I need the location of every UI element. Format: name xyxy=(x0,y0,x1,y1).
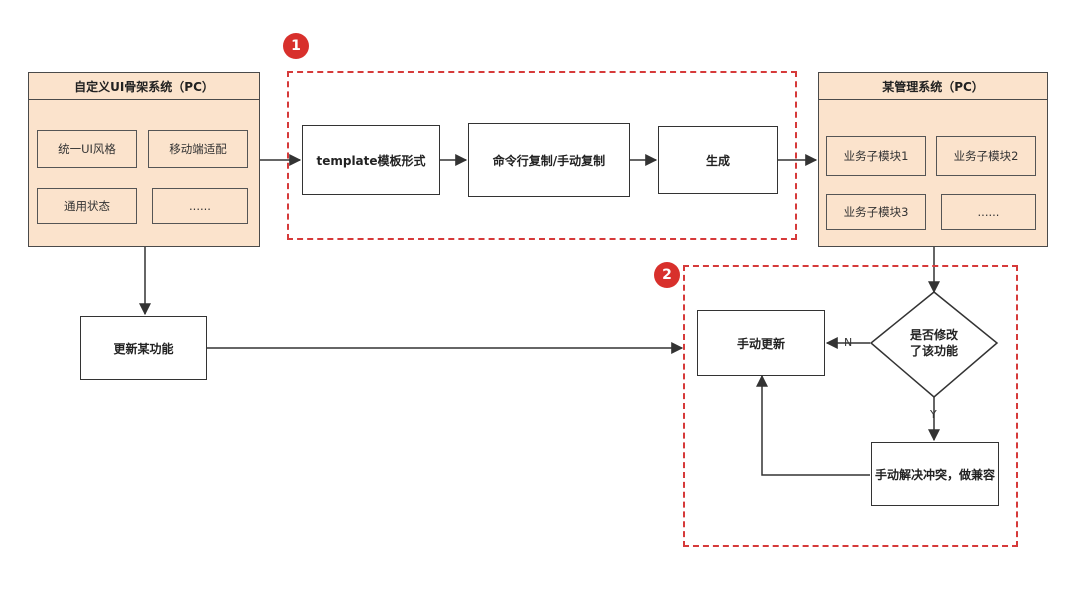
edge-label-yes: Y xyxy=(930,408,937,421)
dashed-region-2 xyxy=(683,265,1018,547)
decision-line-1: 是否修改 xyxy=(909,328,958,342)
management-system-panel-title: 某管理系统（PC） xyxy=(819,73,1047,100)
business-module-1: 业务子模块1 xyxy=(826,136,926,176)
update-feature-box: 更新某功能 xyxy=(80,316,207,380)
dashed-region-1 xyxy=(287,71,797,240)
business-module-2: 业务子模块2 xyxy=(936,136,1036,176)
decision-line-2: 了该功能 xyxy=(909,344,958,358)
ui-skeleton-panel-title: 自定义UI骨架系统（PC） xyxy=(29,73,259,100)
decision-diamond xyxy=(869,291,999,398)
business-module-3: 业务子模块3 xyxy=(826,194,926,230)
edge-label-no: N xyxy=(844,336,853,349)
step-badge-2: 2 xyxy=(654,262,680,288)
copy-box: 命令行复制/手动复制 xyxy=(468,123,630,197)
arrow-resolve-to-manual xyxy=(756,374,870,476)
business-module-more: ...... xyxy=(941,194,1036,230)
manual-update-box: 手动更新 xyxy=(697,310,825,376)
resolve-conflict-box: 手动解决冲突，做兼容 xyxy=(871,442,999,506)
module-mobile-adapt: 移动端适配 xyxy=(148,130,248,168)
generate-box: 生成 xyxy=(658,126,778,194)
module-more: ...... xyxy=(152,188,248,224)
step-badge-1: 1 xyxy=(283,33,309,59)
decision-text: 是否修改 了该功能 xyxy=(884,327,984,359)
module-unified-ui-style: 统一UI风格 xyxy=(37,130,137,168)
module-common-state: 通用状态 xyxy=(37,188,137,224)
template-box: template模板形式 xyxy=(302,125,440,195)
